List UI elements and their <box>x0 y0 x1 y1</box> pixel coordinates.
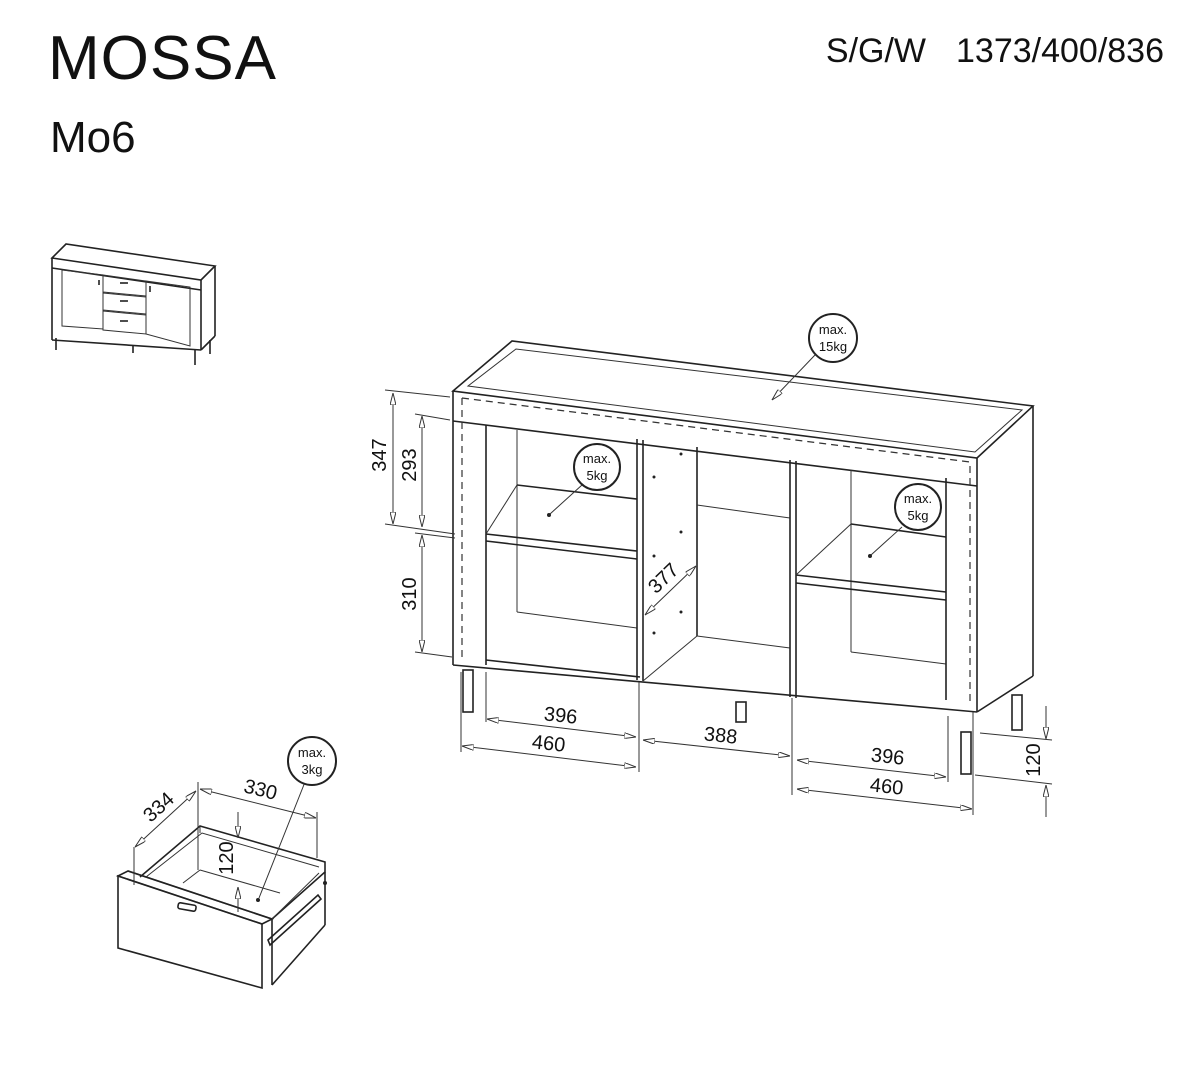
top-load-line2: 15kg <box>819 339 847 354</box>
drawer-illustration <box>115 825 327 990</box>
left-shelf-load-line1: max. <box>583 451 611 466</box>
vertical-dimensions: 347 293 310 <box>369 389 456 658</box>
model-code: Mo6 <box>50 113 136 162</box>
overall-dimensions: S/G/W 1373/400/836 <box>826 34 1164 68</box>
dim-lower-inner: 310 <box>399 577 421 610</box>
left-shelf-load-line2: 5kg <box>587 468 608 483</box>
dim-drawer-height: 120 <box>216 841 238 874</box>
drawer-dimensions: 334 330 120 <box>133 775 318 912</box>
dim-upper-inner: 293 <box>399 448 421 481</box>
thumbnail-sideboard-illustration <box>50 243 217 365</box>
dimension-label: S/G/W <box>825 32 927 70</box>
right-shelf-load-line1: max. <box>904 491 932 506</box>
drawer-load-line1: max. <box>298 745 326 760</box>
product-title: MOSSA <box>48 24 277 93</box>
dim-center-width: 388 <box>703 723 738 748</box>
dimension-values: 1373/400/836 <box>956 32 1164 70</box>
top-load-line1: max. <box>819 322 847 337</box>
dim-drawer-depth: 334 <box>139 788 179 827</box>
dim-center-depth: 377 <box>644 559 683 598</box>
main-sideboard-illustration <box>451 340 1035 775</box>
dim-right-outer-width: 460 <box>869 774 904 799</box>
dim-right-inner-width: 396 <box>870 744 905 769</box>
dim-leg-height: 120 <box>1023 743 1045 776</box>
drawer-load-line2: 3kg <box>302 762 323 777</box>
leg-height-dimension: 120 <box>974 706 1053 817</box>
dim-upper-total: 347 <box>369 438 391 471</box>
left-shelf-load-badge: max. 5kg <box>549 443 621 515</box>
drawer-load-badge: max. 3kg <box>258 736 337 899</box>
top-load-badge: max. 15kg <box>772 313 858 400</box>
center-depth-dimension: 377 <box>644 559 696 615</box>
dim-left-inner-width: 396 <box>543 703 578 728</box>
horizontal-dimensions: 396 460 388 396 460 <box>460 672 974 815</box>
dim-left-outer-width: 460 <box>531 731 566 756</box>
right-shelf-load-line2: 5kg <box>908 508 929 523</box>
right-shelf-load-badge: max. 5kg <box>870 483 942 556</box>
